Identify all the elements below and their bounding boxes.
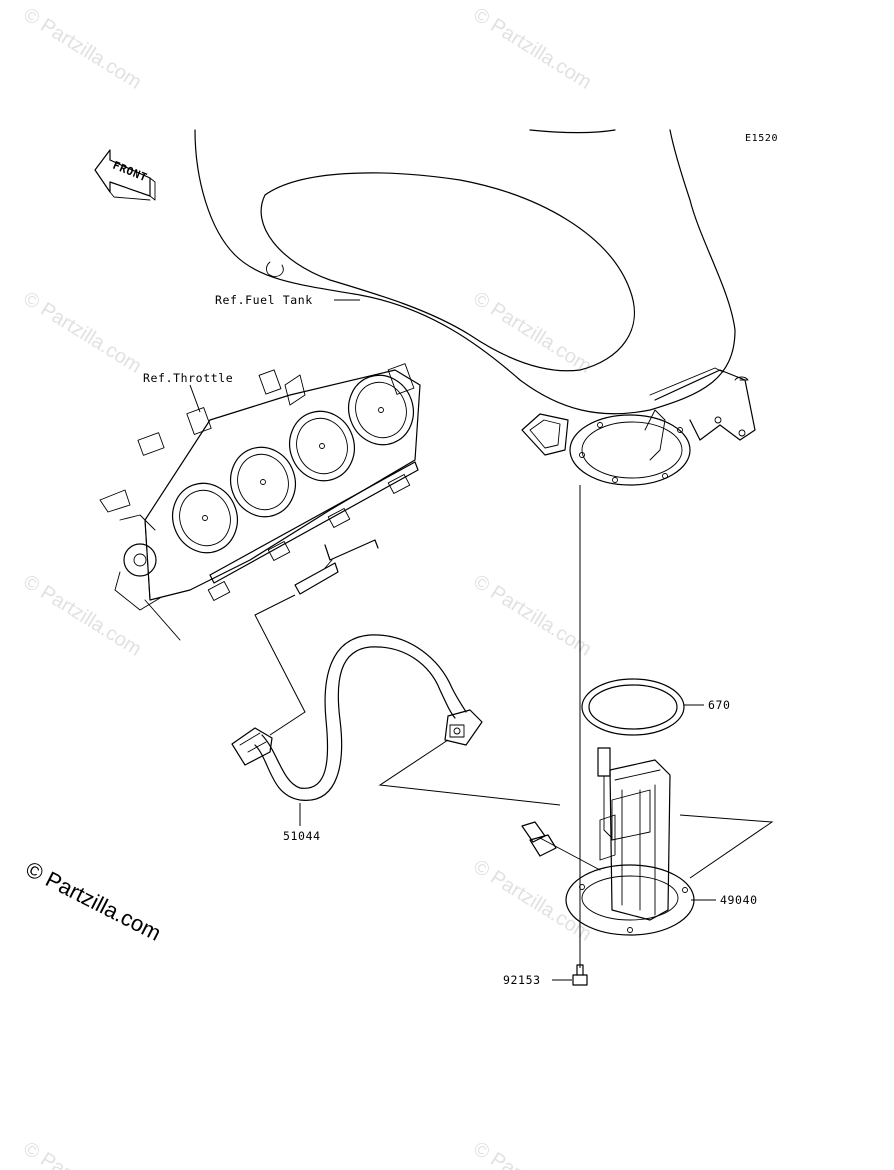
fuel-tank — [194, 129, 756, 486]
copyright-text: © Partzilla.com — [22, 856, 165, 946]
watermark: © Partzilla.com — [19, 571, 145, 661]
part-number-51044: 51044 — [283, 829, 321, 843]
part-number-670: 670 — [708, 698, 731, 712]
diagram-code: E1520 — [745, 133, 778, 144]
watermark: © Partzilla.com — [469, 1138, 595, 1170]
watermark: © Partzilla.com — [19, 288, 145, 378]
throttle-body — [99, 363, 421, 641]
ref-fuel-tank-label: Ref.Fuel Tank — [215, 293, 313, 307]
front-arrow-label: FRONT — [111, 159, 149, 185]
watermark: © Partzilla.com — [469, 4, 595, 94]
watermark: © Partzilla.com — [469, 856, 595, 946]
watermark: © Partzilla.com — [469, 571, 595, 661]
part-number-49040: 49040 — [720, 893, 758, 907]
o-ring — [581, 678, 685, 736]
throttle-bore — [230, 446, 296, 518]
fuel-hose — [231, 634, 483, 801]
ref-throttle-label: Ref.Throttle — [143, 371, 233, 385]
throttle-bore — [172, 482, 238, 554]
leader-lines — [189, 299, 774, 981]
throttle-bore — [289, 410, 355, 482]
watermark: © Partzilla.com — [19, 1138, 145, 1170]
watermark: © Partzilla.com — [19, 4, 145, 94]
part-number-92153: 92153 — [503, 973, 541, 987]
throttle-bore — [348, 374, 414, 446]
front-arrow: FRONT — [94, 149, 156, 201]
watermark: © Partzilla.com — [469, 288, 595, 378]
